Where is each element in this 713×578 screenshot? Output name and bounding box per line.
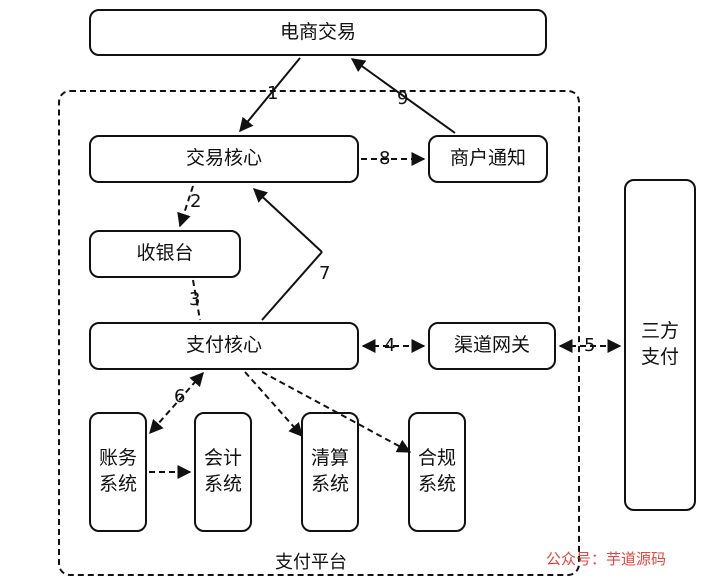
clearing-system-node: 清算 系统 [301, 412, 359, 532]
edge-pay-clearing [244, 371, 303, 438]
edge-label-2: 2 [190, 191, 202, 212]
edge-pay-compliance [261, 371, 412, 453]
pay-core-node: 支付核心 [89, 322, 359, 370]
third-party-pay-node: 三方 支付 [624, 179, 696, 511]
edge-label-9: 9 [397, 88, 409, 109]
merchant-notify-node: 商户通知 [428, 135, 548, 183]
edge-label-5: 5 [584, 335, 596, 356]
edge-label-8: 8 [379, 148, 391, 169]
edge-7-arrow [261, 251, 323, 321]
edge-label-1: 1 [267, 83, 279, 104]
channel-gateway-node: 渠道网关 [428, 322, 556, 370]
edge-9-arrow [350, 58, 456, 134]
payment-platform-label: 支付平台 [275, 552, 347, 573]
ecommerce-trade-node: 电商交易 [89, 9, 547, 56]
compliance-system-node: 合规 系统 [408, 412, 466, 532]
edge-label-7: 7 [319, 263, 331, 284]
edge-label-3: 3 [189, 289, 201, 310]
edge-3-line [192, 279, 201, 321]
watermark: 公众号：芋道源码 [546, 550, 667, 568]
trade-core-node: 交易核心 [89, 135, 359, 183]
edge-label-4: 4 [384, 335, 396, 356]
edge-label-6: 6 [174, 386, 186, 407]
cashier-node: 收银台 [89, 230, 241, 278]
account-system-node: 账务 系统 [89, 412, 147, 532]
edge-2-arrow [177, 185, 194, 228]
edge-6-arrow [149, 371, 204, 435]
payment-platform-boundary [58, 90, 580, 576]
edge-1-arrow [239, 57, 301, 133]
